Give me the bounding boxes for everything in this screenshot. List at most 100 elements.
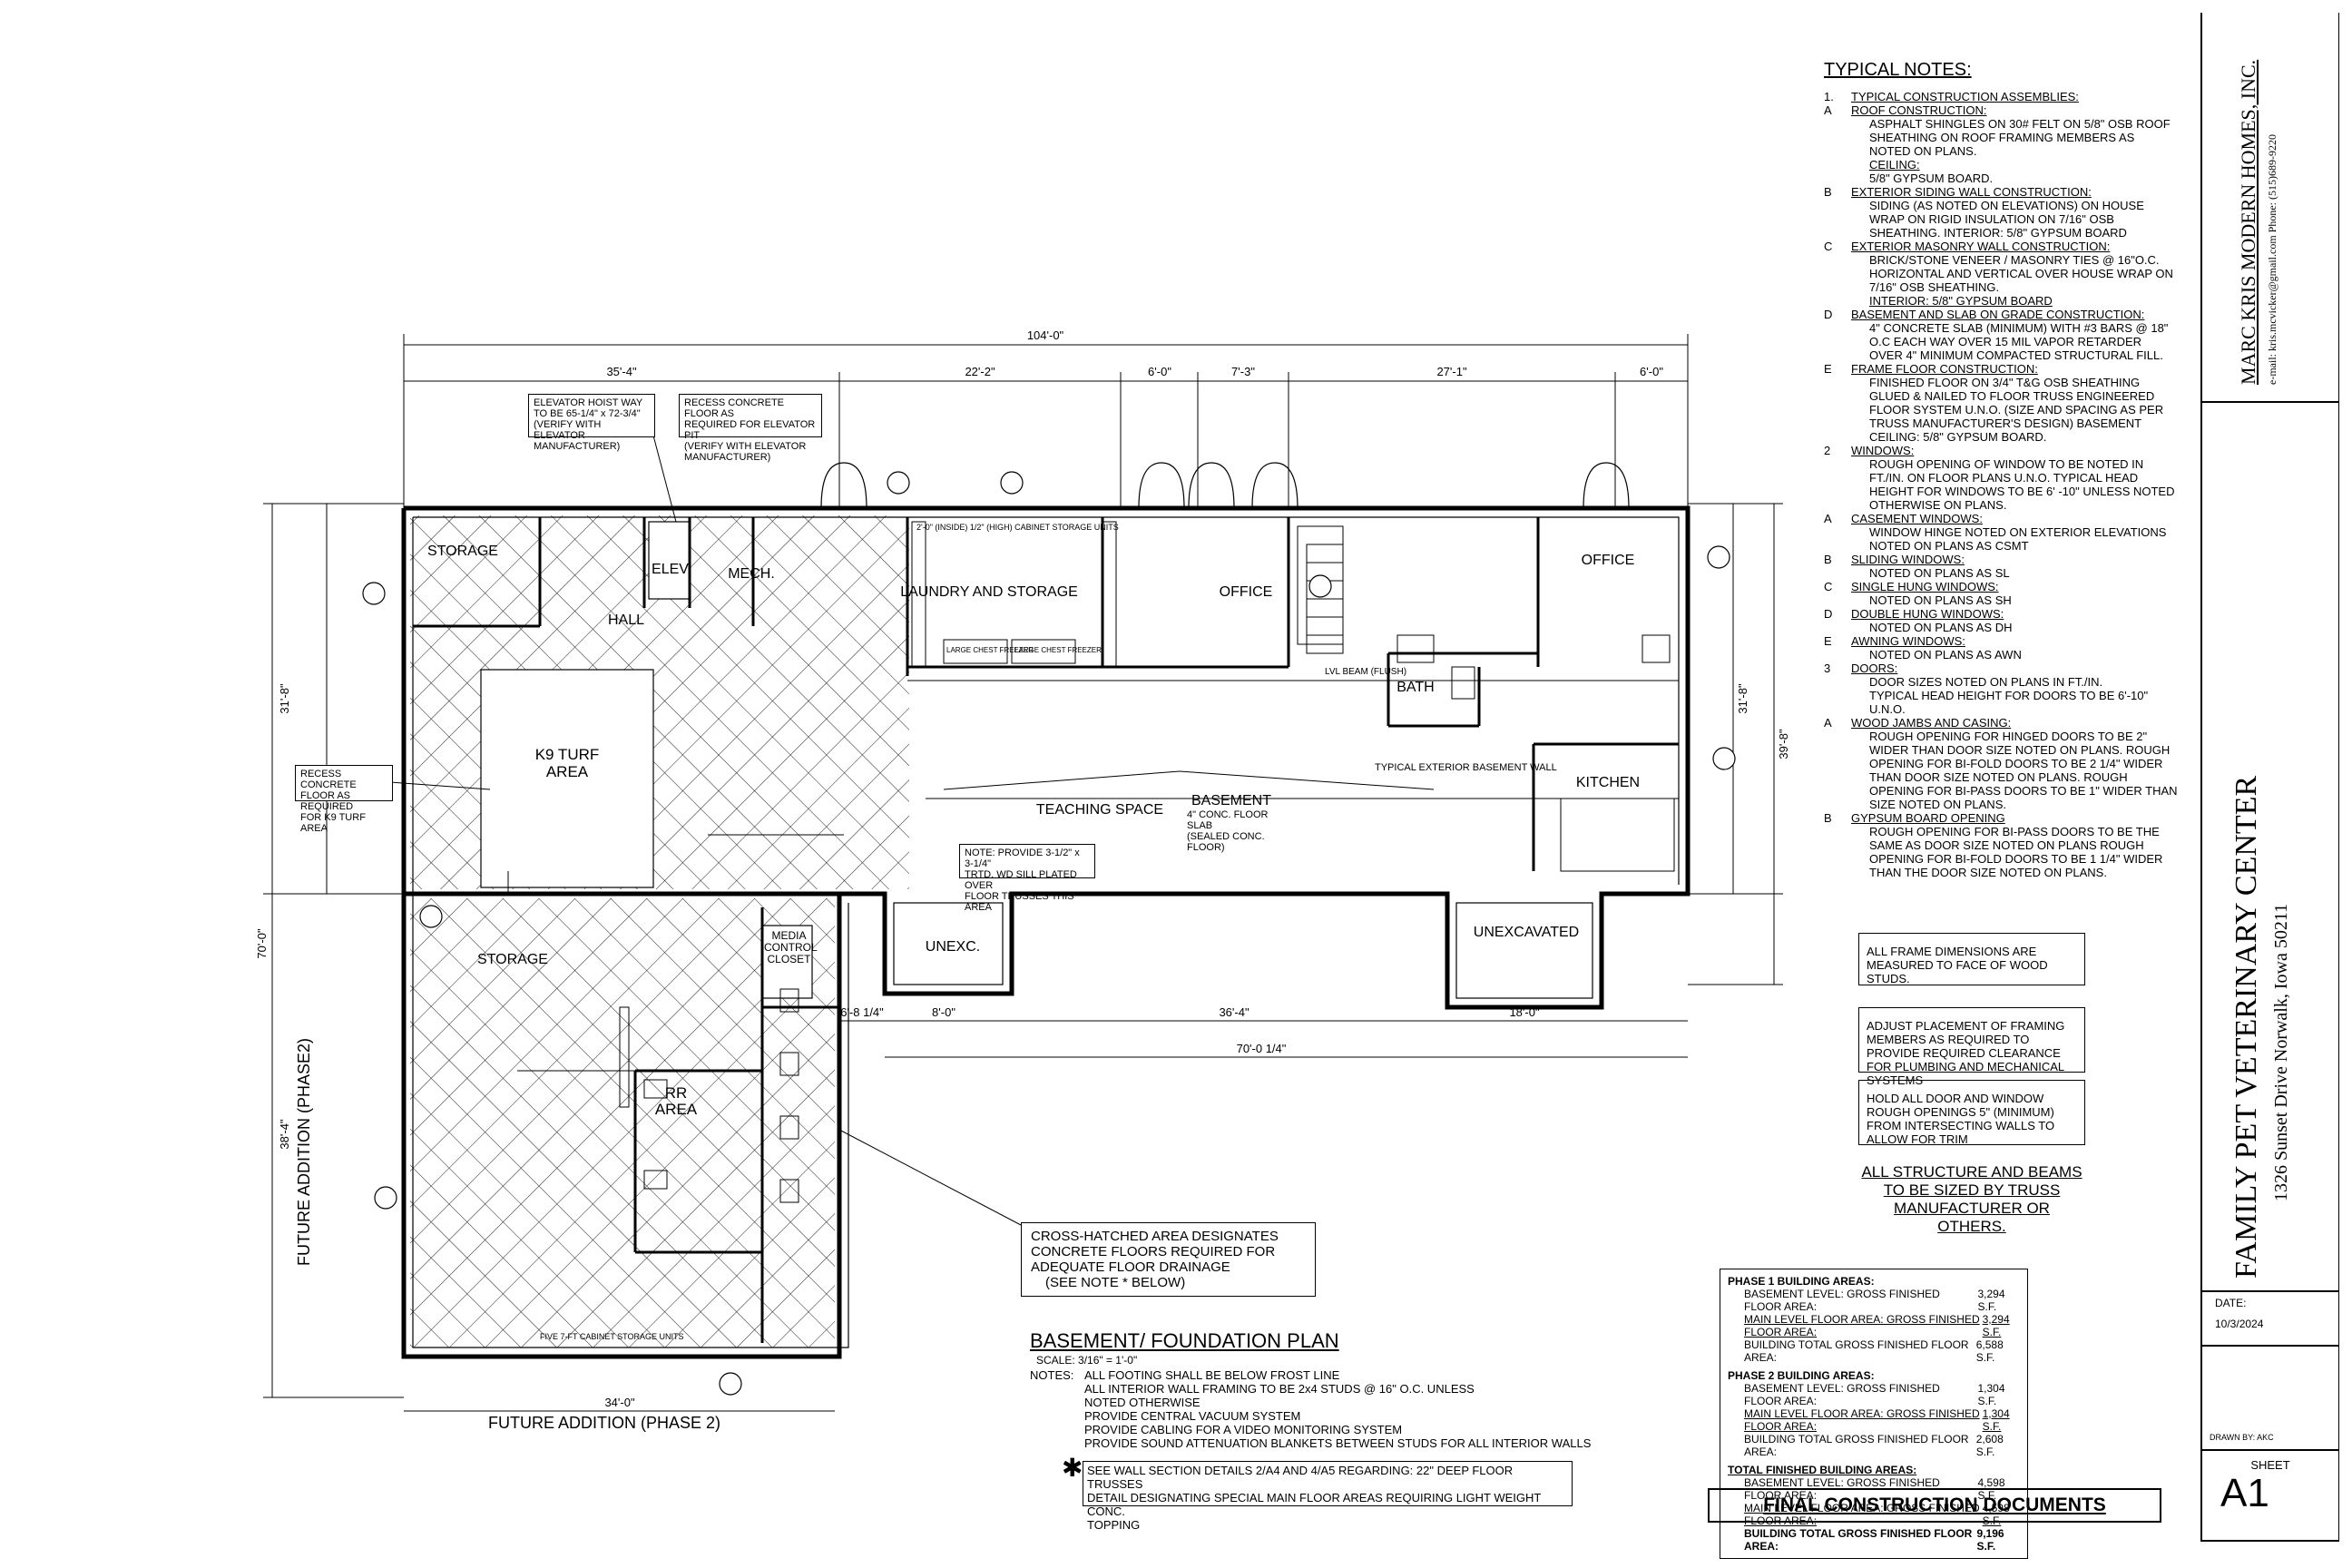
typical-note-item: INTERIOR: 5/8" GYPSUM BOARD [1869, 294, 2053, 308]
sheet-date: 10/3/2024 [2215, 1318, 2264, 1330]
room-elevator: ELEV. [652, 562, 691, 577]
room-mech: MECH. [728, 566, 775, 582]
typical-note-item: NOTED ON PLANS AS SL [1869, 566, 2010, 580]
firm-name: MARC KRIS MODERN HOMES, INC. [2237, 59, 2259, 385]
fixtures [507, 521, 1679, 1203]
room-laundry: LAUNDRY AND STORAGE [900, 584, 1078, 600]
typical-note-item: CEILING: [1869, 158, 1920, 172]
callout-typical-exterior-wall: TYPICAL EXTERIOR BASEMENT WALL [1375, 762, 1557, 773]
left-dimensions [263, 503, 835, 1412]
title-block-sheet: SHEET A1 [2202, 1451, 2338, 1542]
title-block: MARC KRIS MODERN HOMES, INC. e-mail: kri… [2200, 13, 2339, 1542]
right-dimensions [839, 503, 1783, 1058]
asterisk-icon: ✱ [1062, 1454, 1083, 1482]
callout-basement-slab: 4" CONC. FLOOR SLAB(SEALED CONC. FLOOR) [1187, 809, 1282, 853]
typical-note-item: TYPICAL HEAD HEIGHT FOR DOORS TO BE 6'-1… [1869, 689, 2149, 716]
sheet-number: A1 [2220, 1471, 2269, 1515]
typical-note-item: ROUGH OPENING OF WINDOW TO BE NOTED IN F… [1869, 457, 2175, 512]
dim-phase2-vertical: 70'-0" [255, 928, 269, 959]
typical-note-item: ROUGH OPENING FOR HINGED DOORS TO BE 2" … [1869, 730, 2178, 811]
dim-mid-width-5: 8'-0" [932, 1005, 956, 1019]
dim-1: 35'-4" [606, 365, 637, 378]
inner-wall-lines [412, 516, 1680, 1348]
top-dimensions [403, 334, 1689, 508]
phase1-title: PHASE 1 BUILDING AREAS: [1728, 1275, 1875, 1288]
room-rr-area: RR AREA [654, 1084, 698, 1118]
firm-contact: e-mail: kris.mcvicker@gmail.com Phone: (… [2266, 134, 2278, 385]
dim-mid-width-2: 70'-0 1/4" [1237, 1042, 1287, 1055]
section-markers [362, 471, 1736, 1396]
interior-partitions [413, 517, 1679, 1343]
plan-general-notes: NOTES:ALL FOOTING SHALL BE BELOW FROST L… [1030, 1368, 1592, 1450]
title-block-project: FAMILY PET VETERINARY CENTER 1326 Sunset… [2202, 403, 2338, 1292]
room-kitchen: KITCHEN [1576, 775, 1640, 790]
label-cabinet-storage-top: 2'-0" (INSIDE) 1/2" (HIGH) CABINET STORA… [916, 523, 1119, 532]
typical-note-item: ASPHALT SHINGLES ON 30# FELT ON 5/8" OSB… [1869, 117, 2171, 158]
hatch-cutouts [480, 521, 813, 999]
dim-6: 6'-0" [1640, 365, 1663, 378]
dim-left-vertical: 31'-8" [278, 683, 291, 714]
room-unexcavated-1: UNEXC. [926, 939, 980, 955]
title-block-blank: DRAWN BY: AKC [2202, 1347, 2338, 1451]
room-storage-nw: STORAGE [427, 544, 498, 559]
basement-floor-plan: 104'-0" 35'-4" 22'-2" 6'-0" 7'-3" 27'-1"… [255, 328, 1790, 1412]
title-block-date: DATE: 10/3/2024 [2202, 1292, 2338, 1347]
leader-lines [389, 435, 1022, 1226]
typical-notes-title: TYPICAL NOTES: [1824, 60, 1972, 80]
typical-note-item: NOTED ON PLANS AS SH [1869, 593, 2012, 607]
dim-2: 22'-2" [965, 365, 995, 378]
crosshatch-concrete-areas [410, 515, 909, 1348]
dim-phase2-vertical-2: 38'-4" [278, 1119, 291, 1150]
callout-sill-plate-note: NOTE: PROVIDE 3-1/2" x 3-1/4"TRTD. WD SI… [959, 844, 1095, 913]
building-areas-table: PHASE 1 BUILDING AREAS: BASEMENT LEVEL: … [1720, 1269, 2028, 1559]
label-chest-freezer-1: LARGE CHEST FREEZER [946, 646, 1034, 654]
typical-notes: TYPICAL NOTES: 1.TYPICAL CONSTRUCTION AS… [1824, 60, 2178, 879]
typical-note-item: NOTED ON PLANS AS CSMT [1869, 539, 2029, 553]
dim-4: 7'-3" [1231, 365, 1255, 378]
room-teaching-space: TEACHING SPACE [1036, 802, 1163, 818]
typical-note-item: BRICK/STONE VENEER / MASONRY TIES @ 16"O… [1869, 253, 2173, 294]
future-addition-side-label: FUTURE ADDITION (PHASE2) [295, 1037, 313, 1266]
label-lvl-beam: LVL BEAM (FLUSH) [1325, 667, 1407, 677]
window-wells [820, 462, 1630, 509]
room-unexcavated-2: UNEXCAVATED [1474, 925, 1579, 940]
dim-mid-width-3: 18'-0" [1509, 1005, 1540, 1019]
room-office-2: OFFICE [1582, 553, 1635, 568]
future-addition-bottom-label: FUTURE ADDITION (PHASE 2) [488, 1414, 721, 1432]
label-chest-freezer-2: LARGE CHEST FREEZER [1014, 646, 1102, 654]
typical-note-item: FINISHED FLOOR ON 3/4" T&G OSB SHEATHING… [1869, 376, 2164, 444]
room-storage-south: STORAGE [477, 952, 548, 967]
typical-note-item: ROUGH OPENING FOR BI-PASS DOORS TO BE TH… [1869, 825, 2163, 879]
star-note-box: SEE WALL SECTION DETAILS 2/A4 AND 4/A5 R… [1083, 1461, 1573, 1532]
room-hall: HALL [608, 612, 644, 628]
project-address: 1326 Sunset Drive Norwalk, Iowa 50211 [2271, 903, 2291, 1201]
phase2-title: PHASE 2 BUILDING AREAS: [1728, 1369, 1875, 1382]
room-media-control-closet: MEDIA CONTROL CLOSET [764, 929, 818, 965]
note-frame-dimensions: ALL FRAME DIMENSIONS ARE MEASURED TO FAC… [1858, 933, 2085, 985]
total-title: TOTAL FINISHED BUILDING AREAS: [1728, 1464, 1917, 1476]
dim-mid-width: 36'-4" [1219, 1005, 1250, 1019]
typical-note-item: 1.TYPICAL CONSTRUCTION ASSEMBLIES: [1824, 90, 2079, 103]
final-construction-documents: FINAL CONSTRUCTION DOCUMENTS [1708, 1488, 2161, 1523]
room-k9-turf-area: K9 TURF AREA [534, 746, 600, 780]
dim-5: 27'-1" [1436, 365, 1467, 378]
room-basement: BASEMENT [1191, 793, 1271, 808]
typical-note-item: NOTED ON PLANS AS DH [1869, 621, 2013, 634]
dim-mid-width-4: 6'-8 1/4" [840, 1005, 884, 1019]
